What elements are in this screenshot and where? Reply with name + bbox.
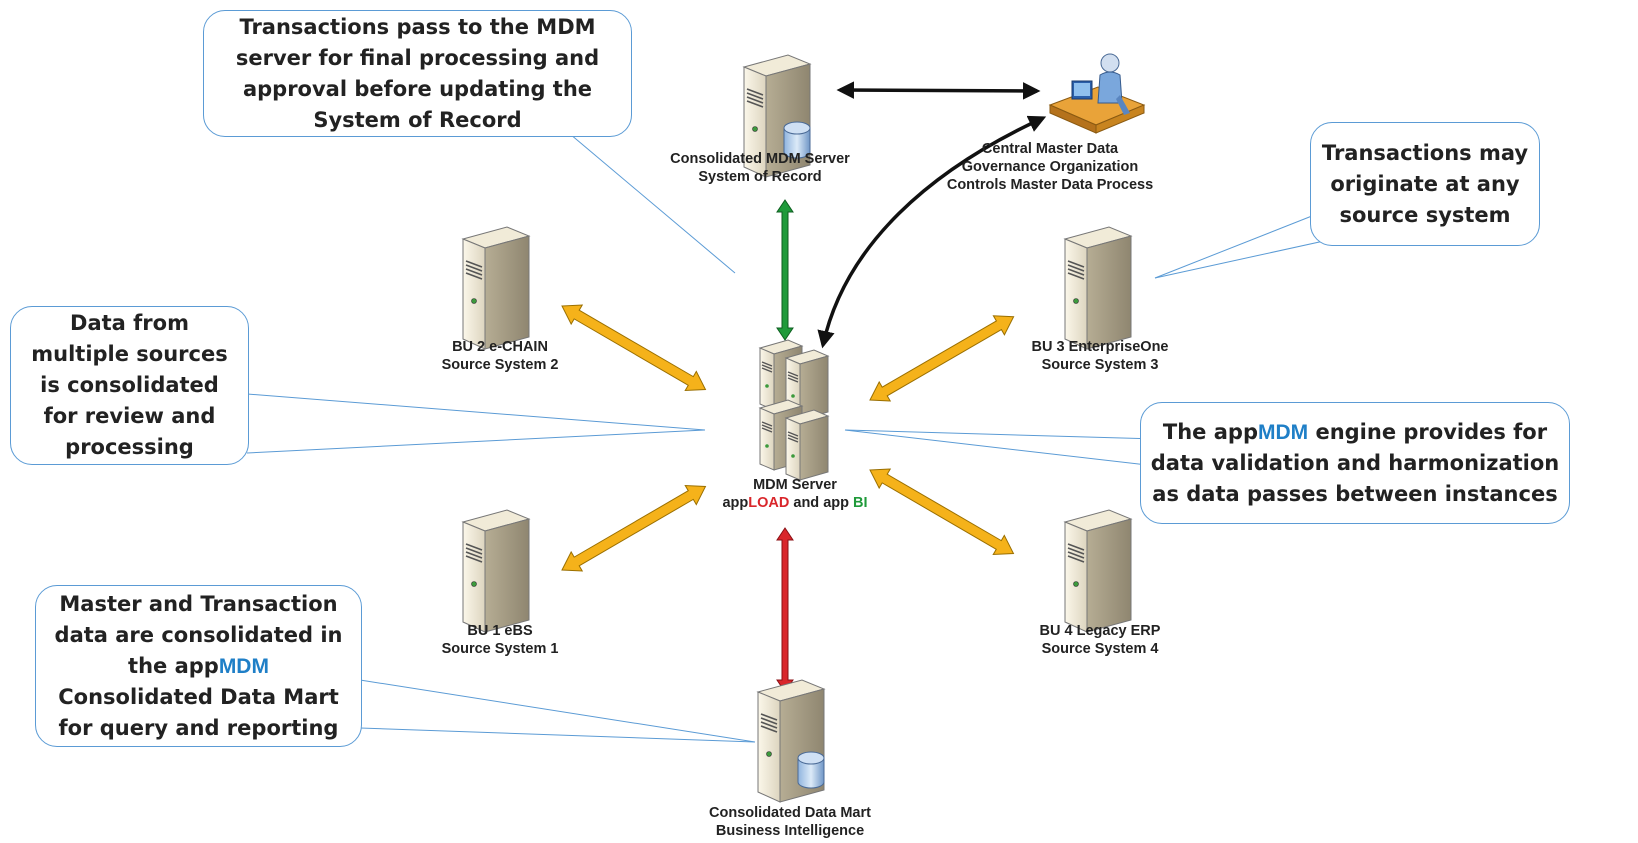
pointer-line-bottom-left-lower (359, 727, 756, 743)
callout-line: Data from (70, 311, 189, 335)
callout-line: Consolidated Data Mart (58, 684, 339, 709)
label-line: Source System 1 (441, 641, 559, 657)
server-icon (462, 509, 530, 633)
pointer-line-top-left (569, 133, 736, 274)
red-arrow-data-mart (776, 527, 794, 693)
brand-name: BI (853, 495, 868, 511)
callout-line: Transactions pass to the MDM (239, 14, 596, 39)
label-bu3: BU 3 EnterpriseOne Source System 3 (1010, 338, 1190, 374)
label-line: BU 3 EnterpriseOne (1031, 339, 1169, 355)
pointer-line-left-lower (246, 429, 706, 454)
label-bu2: BU 2 e-CHAIN Source System 2 (410, 338, 590, 374)
callout-line: data validation and harmonization (1150, 450, 1560, 475)
callout-line: for query and reporting (58, 715, 339, 740)
callout-line: approval before updating the (242, 76, 593, 101)
callout-line: Master and Transaction (59, 591, 338, 616)
arrow-bu1-mdm (561, 485, 707, 572)
label-line: Consolidated Data Mart (709, 805, 871, 821)
label-line: System of Record (698, 169, 822, 185)
callout-line: as data passes between instances (1152, 481, 1558, 506)
callout-master-transaction: Master and Transaction data are consolid… (35, 585, 362, 747)
label-line: BU 4 Legacy ERP (1039, 623, 1161, 639)
pointer-line-left (246, 393, 706, 431)
callout-line: data are consolidated in (54, 622, 343, 647)
green-arrow-consolidated-mdm (776, 199, 794, 341)
callout-line: Transactions may (1321, 140, 1529, 165)
user-at-desk-icon (1048, 53, 1146, 134)
label-bu4: BU 4 Legacy ERP Source System 4 (1010, 622, 1190, 658)
label-mdm-server: MDM Server appLOAD and app BI (720, 476, 870, 512)
black-arrows (817, 81, 1047, 349)
brand-prefix: the app (128, 653, 219, 678)
label-line: Consolidated MDM Server (670, 151, 850, 167)
arrow-mdm-governance (836, 81, 1041, 100)
brand-name: MDM (1257, 420, 1309, 444)
brand-prefix: app (722, 495, 749, 511)
label-line: BU 1 eBS (467, 623, 533, 639)
callout-line: for review and (43, 404, 216, 428)
callout-line: multiple sources (31, 342, 228, 366)
label-consolidated-mdm: Consolidated MDM Server System of Record (645, 150, 875, 186)
server-icon (1064, 509, 1132, 633)
data-mart-server (757, 679, 825, 803)
database-icon (797, 751, 825, 789)
label-line: MDM Server (753, 477, 837, 493)
pointer-line-bottom-left (359, 679, 756, 743)
callout-appmdm-engine: The appMDM engine provides for data vali… (1140, 402, 1570, 524)
callout-line: server for final processing and (235, 45, 600, 70)
arrow-bu4-mdm (869, 468, 1015, 555)
label-line: appLOAD and app BI (720, 494, 870, 512)
label-text: and app (789, 495, 854, 511)
label-line: Business Intelligence (715, 823, 865, 839)
callout-line: The appMDM engine provides for (1163, 417, 1547, 448)
label-line: Controls Master Data Process (946, 177, 1154, 193)
arrow-bu3-mdm (869, 315, 1015, 402)
callout-line: processing (65, 435, 194, 459)
label-governance: Central Master Data Governance Organizat… (925, 140, 1175, 194)
callout-text: engine provides for (1308, 419, 1548, 444)
label-data-mart: Consolidated Data Mart Business Intellig… (680, 804, 900, 840)
label-line: BU 2 e-CHAIN (452, 339, 548, 355)
label-line: Source System 3 (1041, 357, 1159, 373)
server-icon (1064, 226, 1132, 350)
callout-transactions-originate: Transactions may originate at any source… (1310, 122, 1540, 246)
arrow-bu2-mdm (561, 304, 707, 391)
callout-data-consolidated: Data from multiple sources is consolidat… (10, 306, 249, 465)
label-line: Source System 4 (1041, 641, 1159, 657)
label-bu1: BU 1 eBS Source System 1 (410, 622, 590, 658)
callout-line: is consolidated (40, 373, 219, 397)
label-line: Central Master Data (981, 141, 1119, 157)
callout-line: originate at any (1330, 171, 1520, 196)
arrow-governance-mdm-server (817, 115, 1047, 349)
brand-name: MDM (218, 654, 269, 678)
callout-line: the appMDM (128, 651, 269, 682)
callout-line: System of Record (313, 107, 522, 132)
label-line: Source System 2 (441, 357, 559, 373)
callout-transactions-mdm: Transactions pass to the MDM server for … (203, 10, 632, 137)
pointer-line-right-mid-lower (844, 429, 1191, 471)
callout-line: source system (1339, 202, 1511, 227)
pointer-line-right-mid (844, 429, 1191, 441)
server-cluster-icon (759, 339, 829, 481)
label-line: Governance Organization (961, 159, 1139, 175)
brand-name: LOAD (748, 495, 790, 511)
brand-prefix: The app (1162, 419, 1258, 444)
server-icon (462, 226, 530, 350)
